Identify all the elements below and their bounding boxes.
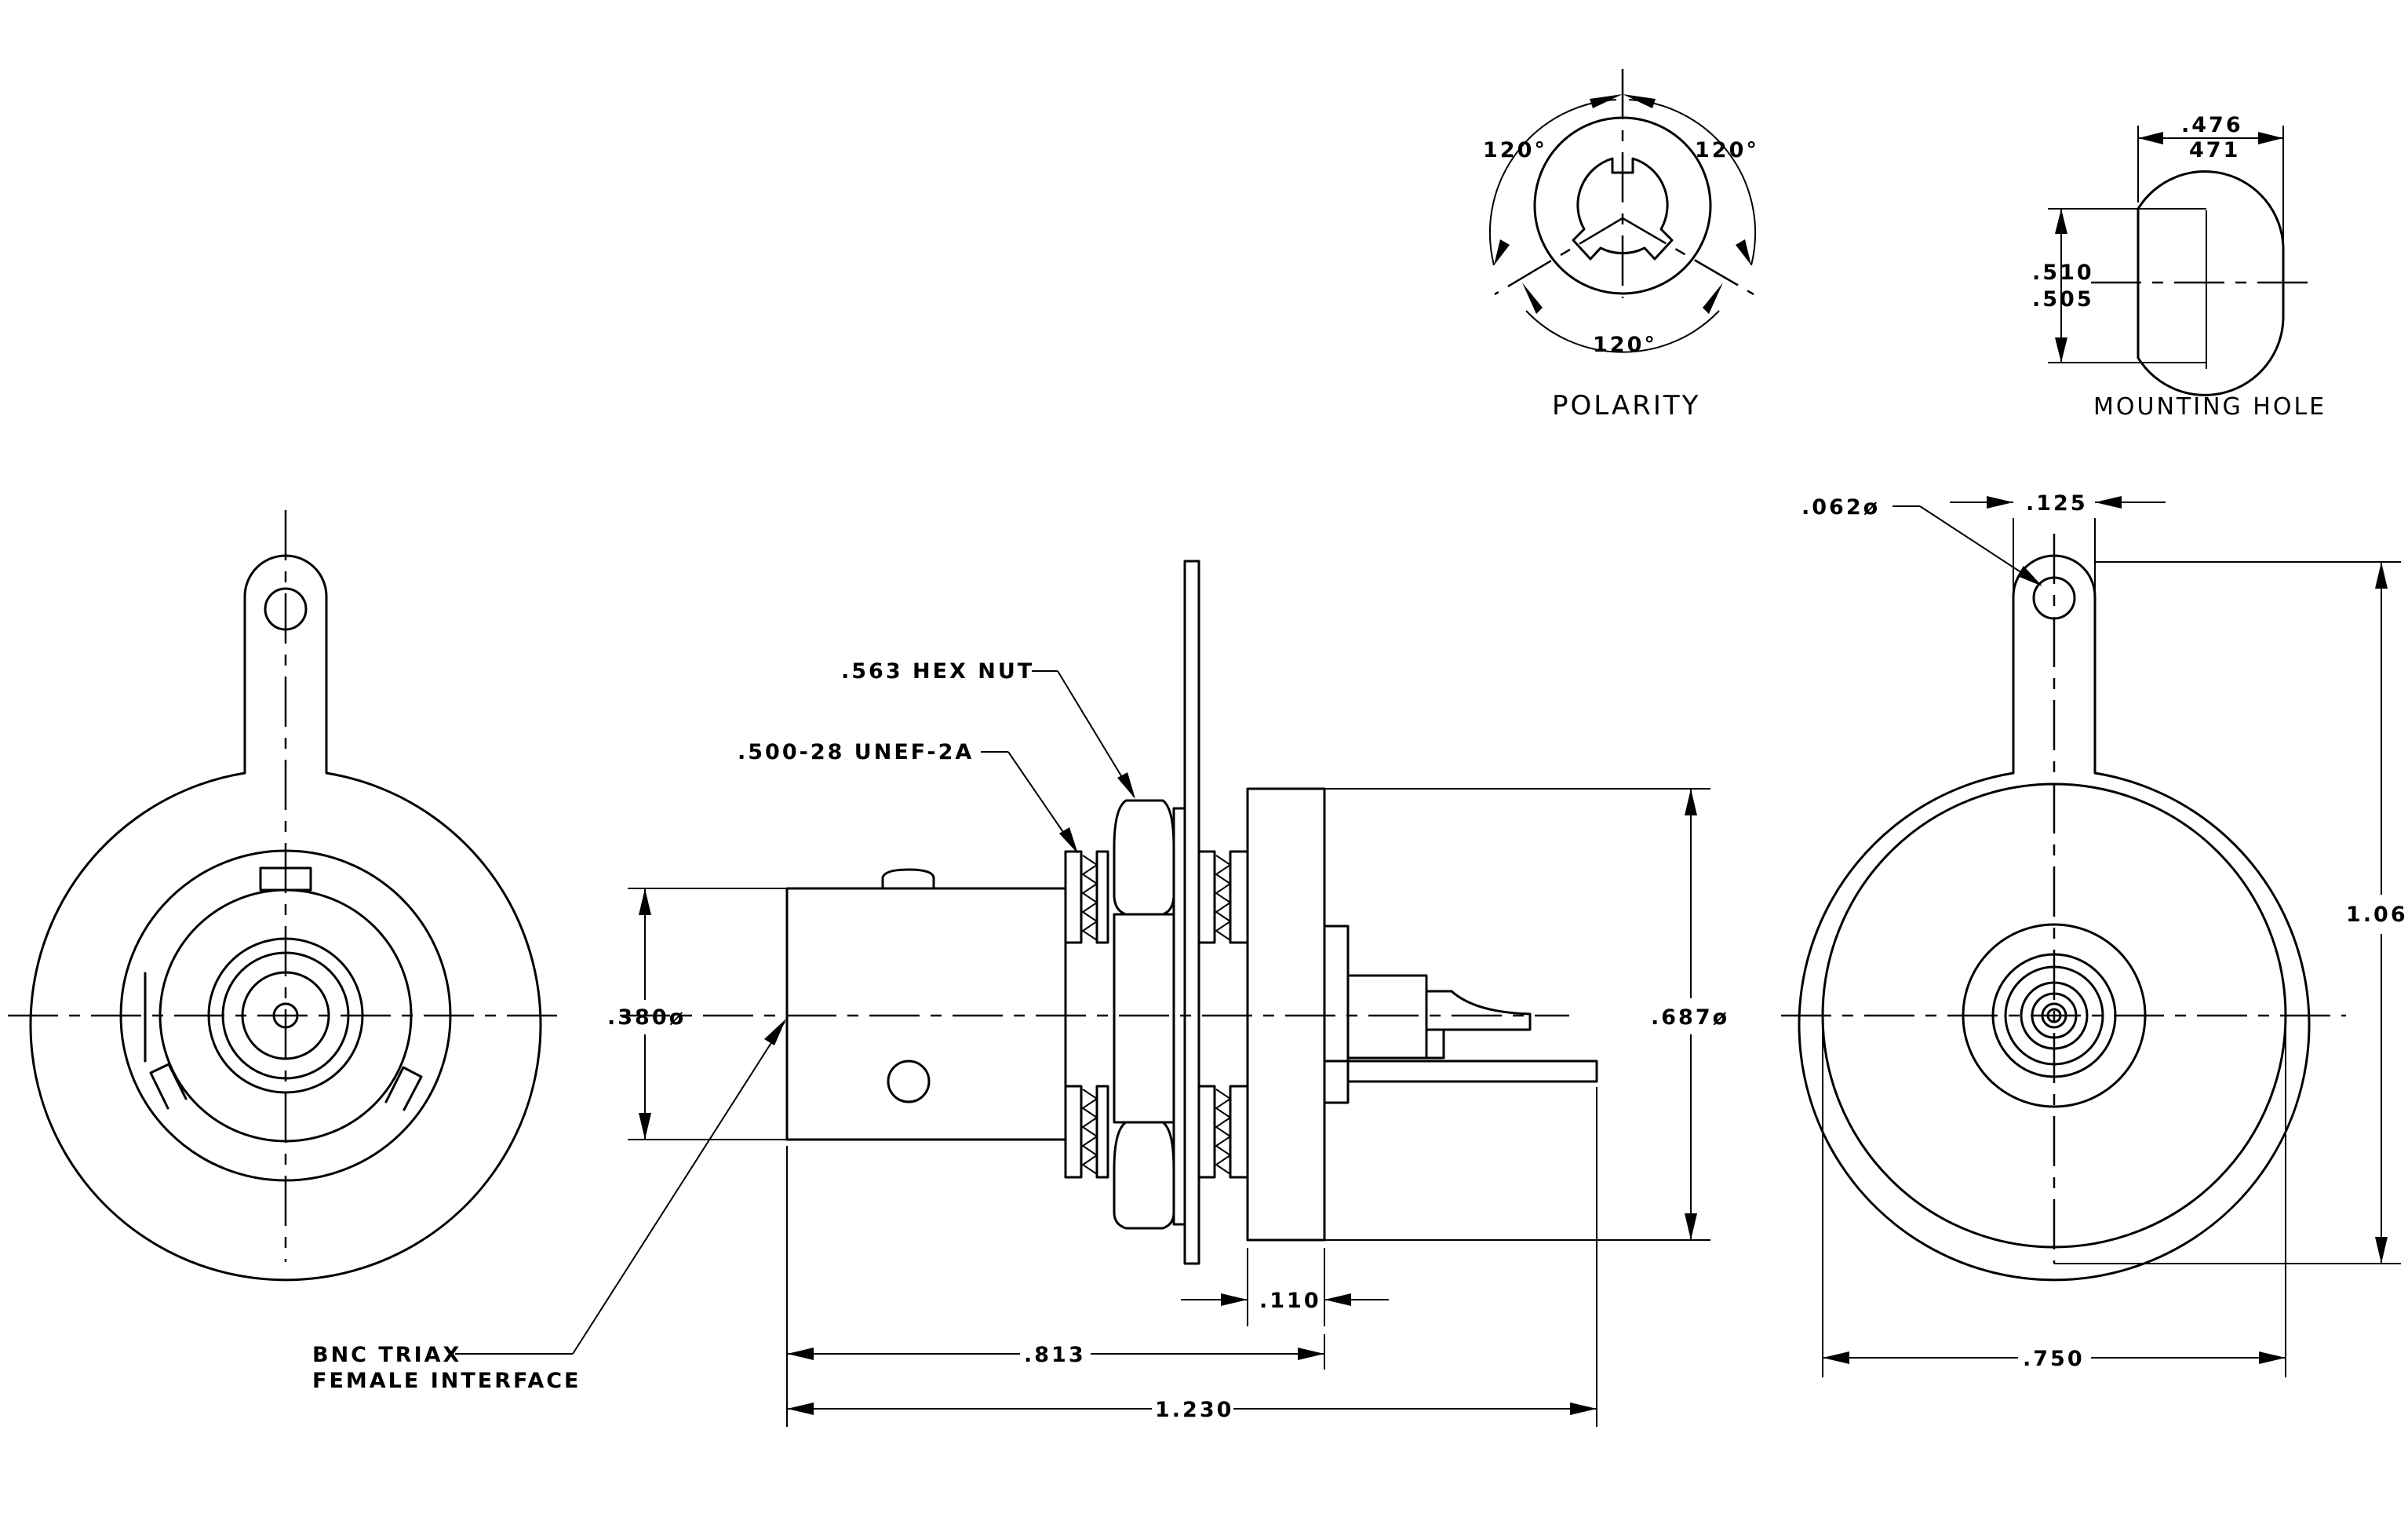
- length-1230-dim: 1.230: [1155, 1398, 1233, 1422]
- interface-callout-line2: FEMALE INTERFACE: [312, 1369, 581, 1393]
- polarity-view: 120° 120° 120° POLARITY: [1483, 69, 1759, 421]
- mounting-hole-title: MOUNTING HOLE: [2093, 393, 2326, 421]
- hole-height-max: .510: [2032, 261, 2094, 285]
- hole-width-max: .476: [2181, 113, 2243, 137]
- hole-width-min: 471: [2189, 138, 2240, 162]
- polarity-angle-right: 120°: [1695, 138, 1759, 162]
- polarity-title: POLARITY: [1552, 390, 1700, 421]
- height-overall-dim: 1.06: [2346, 903, 2408, 927]
- flange-thickness-dim: .110: [1259, 1289, 1321, 1313]
- interface-callout-line1: BNC TRIAX: [312, 1343, 461, 1367]
- hex-nut-callout: .563 HEX NUT: [841, 659, 1034, 684]
- dimensions: .380ø .687ø .110 .813 1.230: [312, 491, 2408, 1427]
- body-diameter-dim: .380ø: [607, 1005, 686, 1030]
- hole-height-min: .505: [2032, 287, 2094, 312]
- width-overall-dim: .750: [2023, 1347, 2085, 1371]
- thread-callout: .500-28 UNEF-2A: [738, 740, 974, 764]
- side-view: [620, 560, 1598, 1265]
- hole-diameter-callout: .062ø: [1801, 495, 1880, 520]
- front-view-left: [8, 510, 565, 1282]
- hole-offset-dim: .125: [2026, 491, 2088, 516]
- rear-view-right: [1781, 534, 2346, 1282]
- polarity-angle-left: 120°: [1483, 138, 1547, 162]
- polarity-angle-bottom: 120°: [1593, 333, 1657, 357]
- mounting-hole-view: .476 471 .510 .505 MOUNTING HOLE: [2032, 113, 2326, 421]
- flange-diameter-dim: .687ø: [1651, 1005, 1729, 1030]
- length-813-dim: .813: [1024, 1343, 1086, 1367]
